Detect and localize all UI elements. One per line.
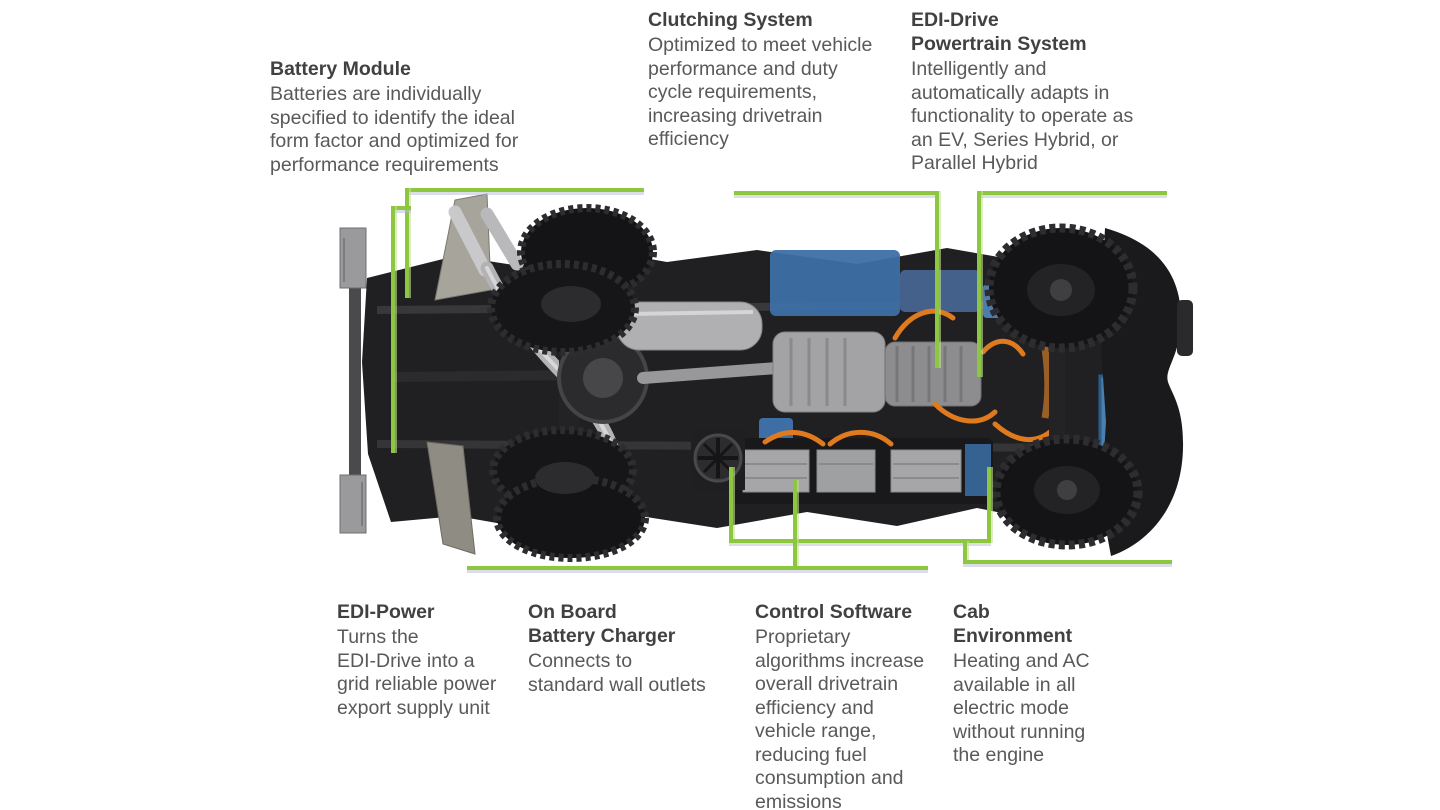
driveshaft [637,362,783,384]
rear-dual-wheels-top [487,204,657,356]
truck-underside-illustration [339,193,1193,562]
edi-drive-motor [884,341,982,407]
callout-edi-drive-powertrain-title: EDI-Drive Powertrain System [911,9,1087,55]
callout-on-board-battery-charger-title: On Board Battery Charger [528,601,676,647]
callout-line-battery-horizontal [405,188,644,192]
inverter-blue [965,444,991,496]
bed-panel-bottom [426,441,476,555]
callout-control-software: Control Software Proprietary algorithms … [755,600,945,810]
callout-edi-power: EDI-Power Turns the EDI-Drive into a gri… [337,600,517,720]
rear-bumper-bar [349,234,361,526]
exhaust-tip-right [480,207,524,271]
callout-line-edi-drive-horizontal [977,191,1167,195]
callout-edi-drive-powertrain-body: Intelligently and automatically adapts i… [911,58,1134,174]
battery-panel-3 [890,449,962,493]
exhaust-tip-left [448,205,492,277]
engine-blue-block-2 [900,270,980,312]
front-wheel-top [984,223,1138,353]
callout-clutching-system-title: Clutching System [648,9,813,31]
front-bumper-notch [1177,300,1193,356]
engine-blue-block [770,250,900,316]
callout-battery-module: Battery Module Batteries are individuall… [270,57,550,177]
callout-edi-power-body: Turns the EDI-Drive into a grid reliable… [337,626,497,719]
callout-cab-environment-title: Cab Environment [953,601,1073,647]
callout-on-board-battery-charger-body: Connects to standard wall outlets [528,650,706,696]
callout-cab-environment: Cab Environment Heating and AC available… [953,600,1123,768]
callout-on-board-battery-charger: On Board Battery Charger Connects to sta… [528,600,728,697]
callout-edi-drive-powertrain: EDI-Drive Powertrain System Intelligentl… [911,8,1171,176]
callout-line-charger-vertical [793,480,797,566]
callout-cab-environment-body: Heating and AC available in all electric… [953,650,1090,766]
callout-edi-power-title: EDI-Power [337,601,435,623]
callout-line-clutching-vertical [935,191,939,368]
callout-line-edi-drive-vertical [977,191,981,377]
callout-line-bracket-left-vertical [729,467,733,543]
orange-hv-cables [762,308,1053,447]
rear-dual-wheels-bottom [489,426,649,562]
callout-battery-module-title: Battery Module [270,58,411,80]
callout-clutching-system-body: Optimized to meet vehicle performance an… [648,34,873,150]
callout-line-bracket-horizontal [729,539,991,543]
callout-clutching-system: Clutching System Optimized to meet vehic… [648,8,898,152]
callout-line-cab-link-vertical [963,541,967,564]
callout-line-cab-horizontal [963,560,1172,564]
callout-line-charger-horizontal [467,566,928,570]
callout-battery-module-body: Batteries are individually specified to … [270,83,519,176]
front-wheel-bottom [991,434,1143,550]
battery-panel-1 [742,449,810,493]
battery-panel-2 [816,449,876,493]
callout-line-edi-power-vertical [391,206,395,453]
callout-line-clutching-horizontal [734,191,939,195]
callout-line-bracket-right-vertical [987,467,991,543]
callout-line-edi-power-stub [391,206,411,210]
bed-panel-top [434,193,492,301]
callout-control-software-title: Control Software [755,601,913,623]
truck-underside-photo [335,192,1200,570]
callout-control-software-body: Proprietary algorithms increase overall … [755,626,925,810]
callout-line-battery-vertical [405,188,409,298]
